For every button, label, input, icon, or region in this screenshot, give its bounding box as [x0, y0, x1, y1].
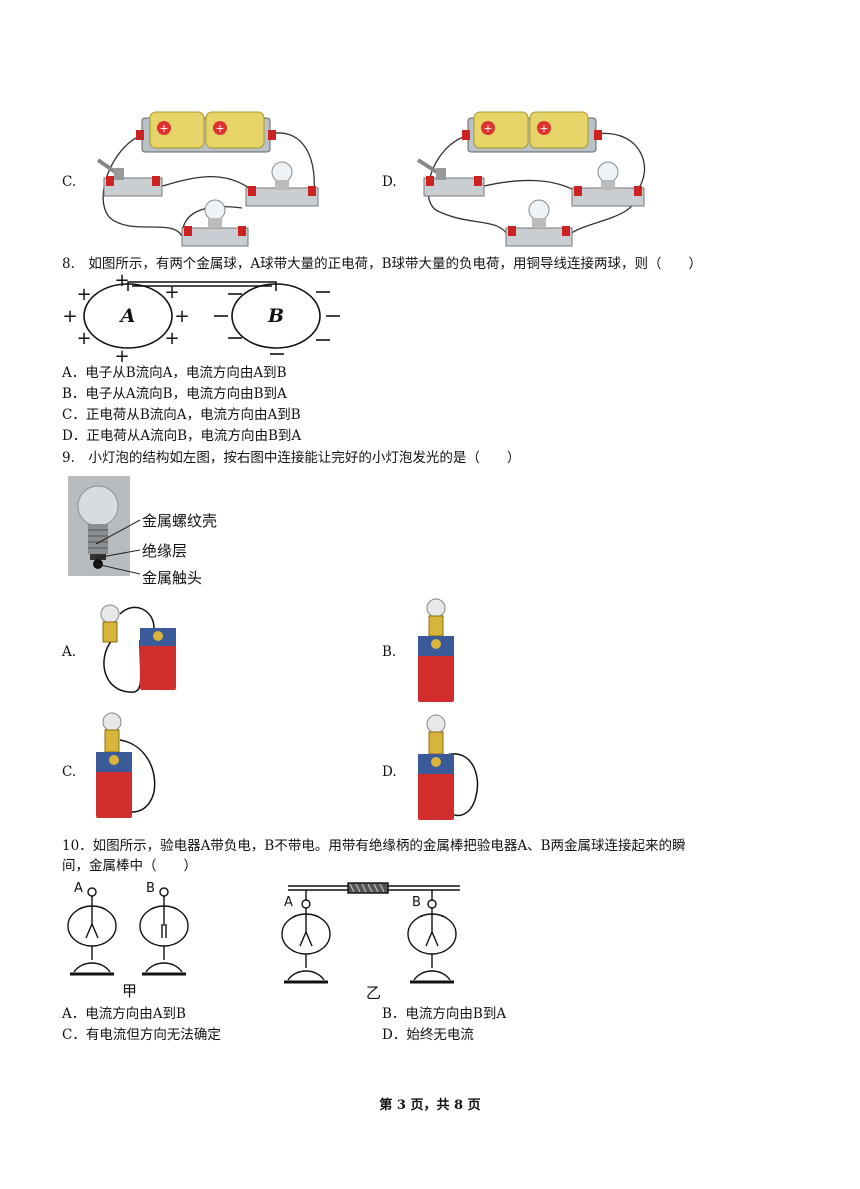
- q9-bulb-photo: [68, 476, 130, 576]
- q10-stem-line1: 10．如图所示，验电器A带负电，B不带电。用带有绝缘柄的金属棒把验电器A、B两金…: [62, 838, 686, 854]
- q10-stem-line2: 间，金属棒中（ ）: [62, 858, 197, 874]
- svg-text:+: +: [159, 122, 168, 135]
- q7-option-d-circuit-figure: + +: [416, 111, 646, 247]
- svg-text:+: +: [483, 122, 492, 135]
- q8-option-b: B．电子从A流向B，电流方向由B到A: [62, 386, 287, 402]
- q8-ball-b-label: B: [267, 305, 284, 327]
- q8-option-c: C．正电荷从B流向A，电流方向由A到B: [62, 407, 301, 423]
- svg-text:+: +: [114, 272, 129, 291]
- q10-option-a: A．电流方向由A到B: [62, 1006, 186, 1022]
- q9-label-metal-contact: 金属触头: [142, 569, 203, 587]
- svg-text:+: +: [114, 346, 129, 364]
- q9-option-a-figure: [100, 604, 176, 693]
- q10-option-d: D．始终无电流: [382, 1027, 474, 1043]
- q10-jia-label-a: A: [74, 881, 83, 896]
- q7-option-c-label: C.: [62, 174, 77, 190]
- q10-yi-label-b: B: [412, 895, 421, 910]
- svg-text:+: +: [62, 306, 77, 327]
- q8-option-a: A．电子从B流向A，电流方向由A到B: [62, 365, 287, 381]
- q9-stem: 9. 小灯泡的结构如左图，按右图中连接能让完好的小灯泡发光的是（ ）: [62, 450, 521, 466]
- svg-text:+: +: [174, 306, 189, 327]
- q8-stem: 8. 如图所示，有两个金属球，A球带大量的正电荷，B球带大量的负电荷，用铜导线连…: [62, 256, 703, 272]
- q10-figure-jia: A B 甲: [67, 881, 189, 1000]
- q10-option-c: C．有电流但方向无法确定: [62, 1027, 221, 1043]
- q8-ball-a-label: A: [119, 305, 136, 327]
- q10-caption-jia: 甲: [122, 982, 137, 1000]
- q9-option-d-label: D.: [382, 764, 397, 780]
- q10-figure-yi: A B 乙: [281, 882, 460, 1002]
- q7-option-d-label: D.: [382, 174, 397, 190]
- q8-option-d: D．正电荷从A流向B，电流方向由B到A: [62, 428, 302, 444]
- svg-text:+: +: [164, 282, 179, 303]
- q9-option-b-label: B.: [382, 644, 397, 660]
- q9-option-a-label: A.: [62, 644, 77, 660]
- q8-charged-spheres-figure: A + + + + + + + + B: [62, 272, 340, 364]
- q7-option-c-circuit-figure: + +: [96, 111, 319, 247]
- svg-text:+: +: [539, 122, 548, 135]
- page-footer: 第 3 页，共 8 页: [379, 1098, 481, 1113]
- q10-caption-yi: 乙: [366, 984, 381, 1002]
- q9-option-c-label: C.: [62, 764, 77, 780]
- q10-yi-label-a: A: [284, 895, 293, 910]
- svg-text:+: +: [76, 328, 91, 349]
- q10-option-b: B．电流方向由B到A: [382, 1006, 507, 1022]
- q9-option-c-figure: [96, 712, 156, 818]
- q10-jia-label-b: B: [146, 881, 155, 896]
- q9-option-d-figure: [418, 714, 479, 820]
- q9-option-b-figure: [418, 598, 454, 702]
- svg-text:+: +: [76, 284, 91, 305]
- q9-label-insulation-layer: 绝缘层: [142, 542, 188, 560]
- svg-text:+: +: [164, 328, 179, 349]
- svg-text:+: +: [215, 122, 224, 135]
- q9-label-metal-screw-shell: 金属螺纹壳: [142, 512, 218, 530]
- q9-label-leader-lines: [96, 519, 141, 575]
